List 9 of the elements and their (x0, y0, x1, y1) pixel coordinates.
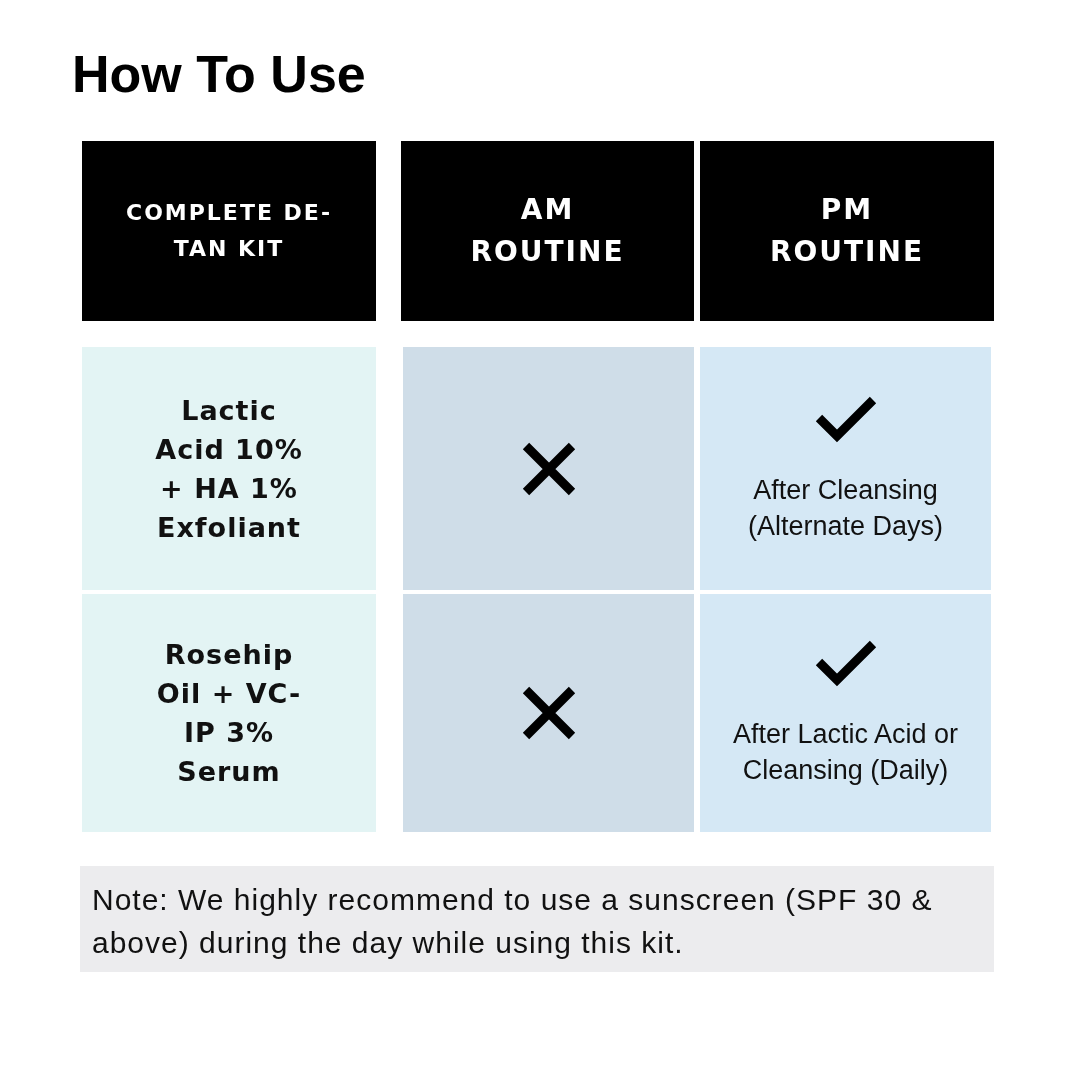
header-text: PM ROUTINE (768, 192, 926, 270)
usage-text: After Cleansing (Alternate Days) (746, 473, 945, 543)
product-name: Rosehip Oil + VC-IP 3% Serum (155, 638, 303, 789)
usage-text: After Lactic Acid or Cleansing (Daily) (731, 718, 960, 787)
heading: How To Use (72, 44, 366, 104)
header-text: COMPLETE DE-TAN KIT (125, 199, 333, 263)
note-text: Note: We highly recommend to use a sunscreen (SPF 30 & above) during the day while using this kit. (92, 882, 934, 961)
header-text: AM ROUTINE (469, 192, 626, 270)
product-name: Lactic Acid 10% + HA 1% Exfoliant (154, 393, 304, 545)
